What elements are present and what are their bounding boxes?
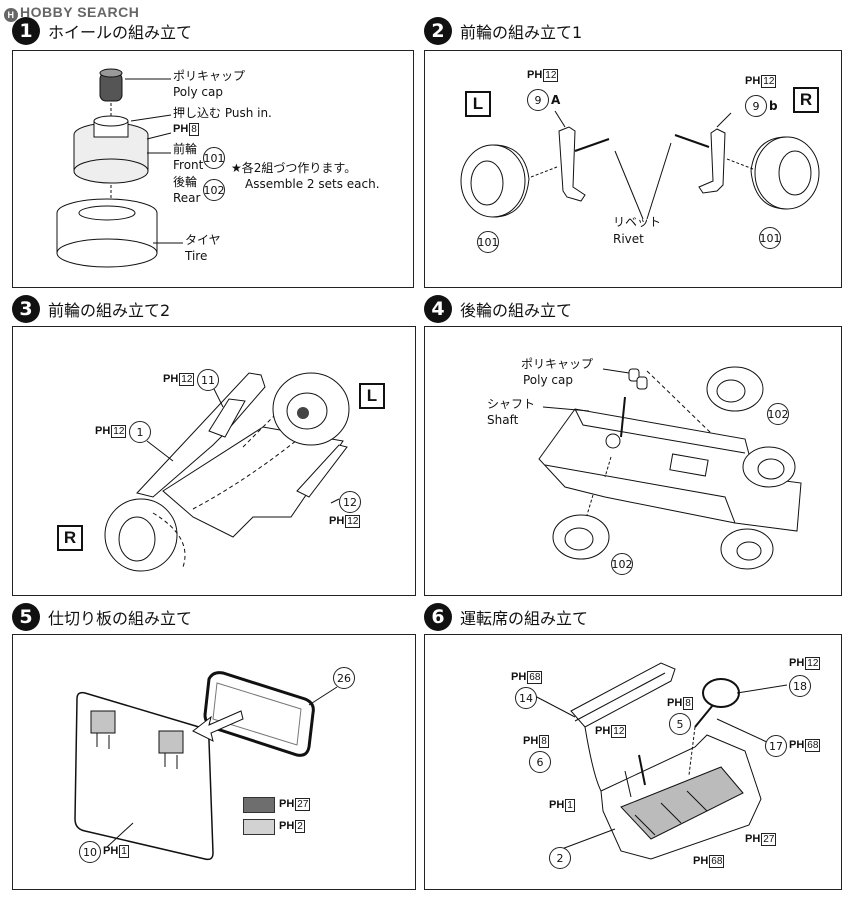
polycap-label-jp: ポリキャップ <box>521 357 594 371</box>
shaft-label-jp: シャフト <box>487 397 536 411</box>
part-suffix: A <box>551 93 561 107</box>
side-marker-left: L <box>465 91 491 117</box>
part-number: 18 <box>789 675 811 697</box>
rivet-label-jp: リベット <box>613 215 662 229</box>
part-number: 101 <box>477 231 499 253</box>
part-number: 1 <box>129 421 151 443</box>
step-number: 4 <box>424 295 452 323</box>
note-en: Assemble 2 sets each. <box>245 177 380 191</box>
part-number: 17 <box>765 735 787 757</box>
cockpit-illustration <box>532 662 788 860</box>
part-number: 12 <box>339 491 361 513</box>
step-number: 3 <box>12 295 40 323</box>
part-number: 9 <box>745 95 767 117</box>
step-title: ホイールの組み立て <box>48 23 193 42</box>
front-label-en: Front <box>173 158 204 172</box>
side-marker-left: L <box>359 383 385 409</box>
front-label-jp: 前輪 <box>173 142 198 156</box>
note-jp: ★各2組づつ作ります。 <box>231 161 357 175</box>
step-title: 運転席の組み立て <box>460 609 589 628</box>
part-number: 11 <box>197 369 219 391</box>
rear-label-jp: 後輪 <box>173 175 198 189</box>
polycap-label-jp: ポリキャップ <box>173 69 246 83</box>
part-number: 101 <box>203 147 225 169</box>
step-4-panel: ポリキャップ Poly cap シャフト Shaft 102 102 <box>424 326 842 596</box>
rivet-label-en: Rivet <box>613 232 644 246</box>
part-suffix: b <box>769 99 778 113</box>
tire-label-jp: タイヤ <box>185 233 221 247</box>
partition-illustration <box>74 671 338 861</box>
rear-wheel-illustration <box>538 366 802 570</box>
rear-label-en: Rear <box>173 191 201 205</box>
push-in-label: 押し込む Push in. <box>173 106 272 120</box>
step-title: 仕切り板の組み立て <box>48 609 193 628</box>
step-title: 前輪の組み立て2 <box>48 301 171 320</box>
polycap-label-en: Poly cap <box>523 373 573 387</box>
step-title: 前輪の組み立て1 <box>460 23 583 42</box>
color-swatch-dark <box>243 797 275 813</box>
step-number: 6 <box>424 603 452 631</box>
part-number: 26 <box>333 667 355 689</box>
part-number: 9 <box>527 89 549 111</box>
side-marker-right: R <box>57 525 83 551</box>
part-number: 5 <box>669 713 691 735</box>
side-marker-right: R <box>793 87 819 113</box>
wheel-assembly-illustration <box>56 68 183 268</box>
step-number: 5 <box>12 603 40 631</box>
shaft-label-en: Shaft <box>487 413 519 427</box>
logo-icon: H <box>4 8 18 22</box>
part-number: 10 <box>79 841 101 863</box>
part-number: 2 <box>549 847 571 869</box>
tire-label-en: Tire <box>185 249 208 263</box>
polycap-label-en: Poly cap <box>173 85 223 99</box>
part-number: 6 <box>529 751 551 773</box>
part-number: 102 <box>203 179 225 201</box>
step-number: 2 <box>424 17 452 45</box>
step-title: 後輪の組み立て <box>460 301 573 320</box>
front-axle-illustration <box>104 372 350 572</box>
front-wheel-illustration <box>460 110 820 220</box>
part-number: 102 <box>611 553 633 575</box>
part-number: 102 <box>767 403 789 425</box>
step-number: 1 <box>12 17 40 45</box>
part-number: 14 <box>515 687 537 709</box>
part-number: 101 <box>759 227 781 249</box>
color-swatch-light <box>243 819 275 835</box>
